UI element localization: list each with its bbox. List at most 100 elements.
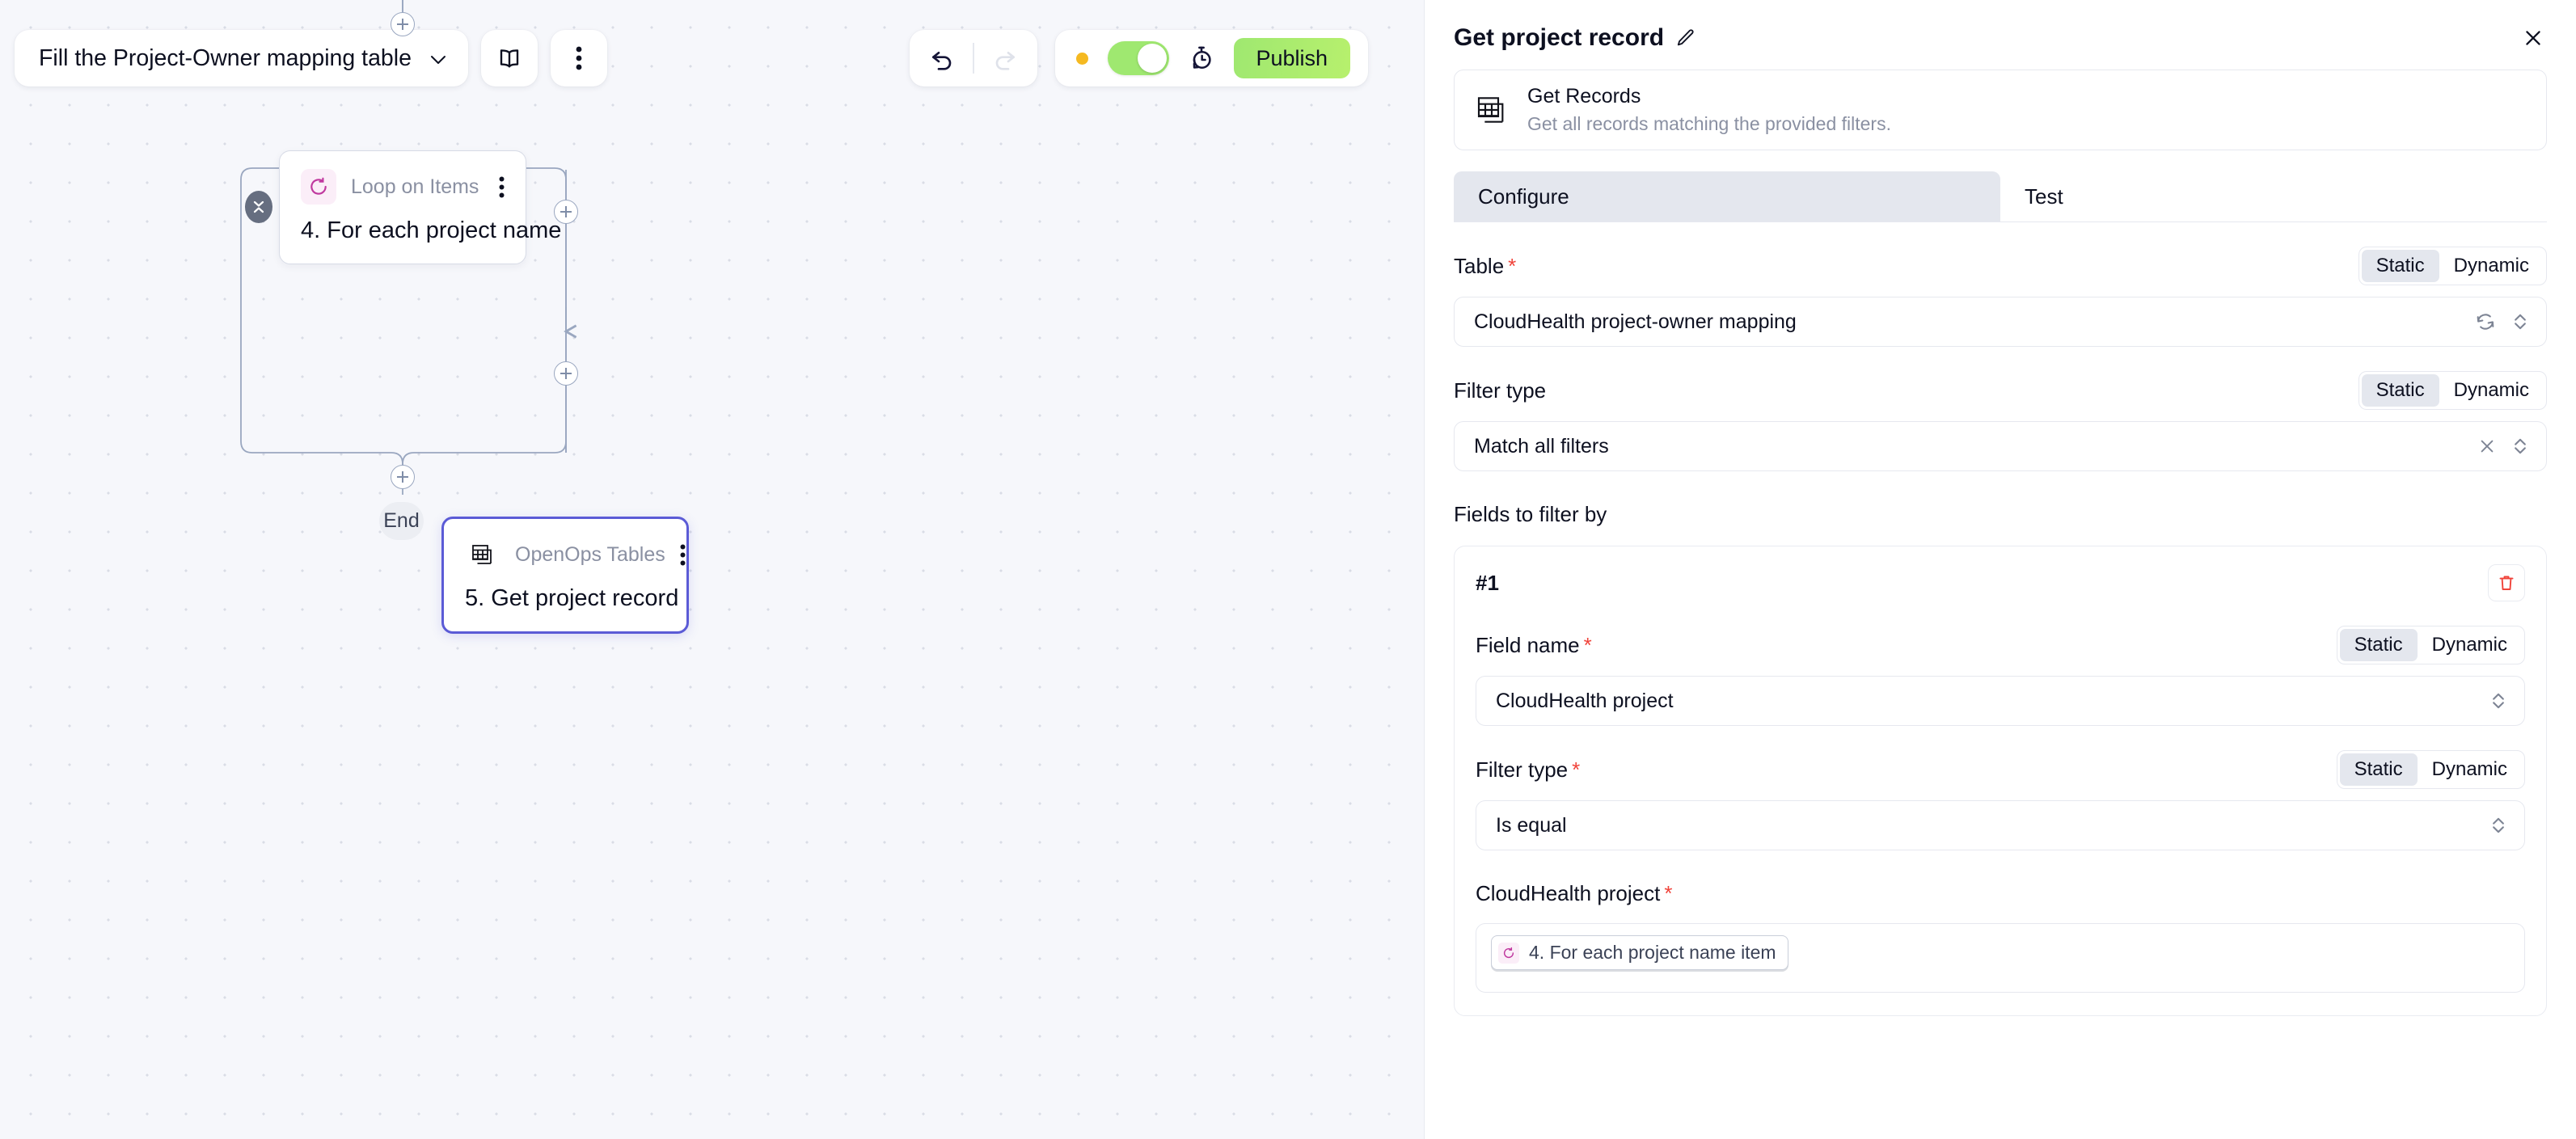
flow-name-label: Fill the Project-Owner mapping table bbox=[39, 44, 412, 71]
canvas-toolbar-right: Publish bbox=[910, 30, 1369, 86]
chevron-up-down-icon[interactable] bbox=[2512, 435, 2528, 458]
row-value-input[interactable]: 4. For each project name item bbox=[1476, 923, 2525, 993]
required-asterisk: * bbox=[1664, 880, 1673, 905]
table-select-icons bbox=[2475, 310, 2528, 333]
field-name-mode-static[interactable]: Static bbox=[2339, 629, 2418, 661]
kebab-menu-icon[interactable] bbox=[551, 30, 607, 86]
field-name-mode-toggle: Static Dynamic bbox=[2336, 626, 2525, 664]
field-name-select[interactable]: CloudHealth project bbox=[1476, 676, 2525, 726]
flow-name-selector[interactable]: Fill the Project-Owner mapping table bbox=[15, 30, 468, 86]
loop-refresh-icon bbox=[301, 169, 336, 205]
filter-type-mode-dynamic[interactable]: Dynamic bbox=[2453, 379, 2529, 401]
flow-end-node: End bbox=[379, 502, 424, 540]
redo-icon[interactable] bbox=[992, 45, 1018, 71]
row-filter-type-select-icons bbox=[2490, 814, 2506, 837]
field-fields-to-filter-by: Fields to filter by #1 bbox=[1454, 471, 2547, 1016]
chevron-down-icon bbox=[429, 45, 447, 72]
add-step-button-after-tables[interactable] bbox=[554, 361, 578, 386]
toolbar-divider bbox=[973, 43, 974, 74]
filter-row-header: #1 bbox=[1476, 564, 2525, 601]
flow-name-pill[interactable]: Fill the Project-Owner mapping table bbox=[15, 30, 468, 86]
kebab-menu-icon[interactable] bbox=[680, 544, 686, 566]
tab-test[interactable]: Test bbox=[2025, 184, 2063, 209]
flow-canvas[interactable]: Loop on Items 4. For each project name bbox=[0, 0, 1424, 1139]
chevron-up-down-icon[interactable] bbox=[2512, 310, 2528, 333]
refresh-icon[interactable] bbox=[2475, 311, 2496, 332]
flow-node-title: 4. For each project name bbox=[301, 217, 562, 243]
field-row-value: CloudHealth project * 4. For each pr bbox=[1476, 850, 2525, 993]
stopwatch-history-icon[interactable] bbox=[1189, 45, 1214, 71]
docs-button-pill[interactable] bbox=[480, 30, 538, 86]
close-icon[interactable] bbox=[2519, 24, 2547, 52]
field-row-value-header: CloudHealth project * bbox=[1476, 875, 2525, 912]
required-asterisk: * bbox=[1572, 757, 1581, 782]
chevron-up-down-icon[interactable] bbox=[2490, 814, 2506, 837]
variable-chip[interactable]: 4. For each project name item bbox=[1491, 935, 1788, 970]
clear-x-icon[interactable] bbox=[2478, 437, 2496, 455]
fields-to-filter-header: Fields to filter by bbox=[1454, 496, 2547, 533]
run-controls-group: Publish bbox=[1054, 30, 1369, 86]
row-filter-type-mode-dynamic[interactable]: Dynamic bbox=[2431, 758, 2507, 780]
row-filter-type-mode-toggle: Static Dynamic bbox=[2336, 750, 2525, 789]
piece-action-card: Get Records Get all records matching the… bbox=[1454, 70, 2547, 150]
add-step-button-before-tables[interactable] bbox=[554, 200, 578, 224]
chevron-up-down-icon[interactable] bbox=[2490, 690, 2506, 712]
table-mode-dynamic[interactable]: Dynamic bbox=[2453, 255, 2529, 276]
table-mode-static[interactable]: Static bbox=[2361, 250, 2439, 282]
filter-type-select[interactable]: Match all filters bbox=[1454, 421, 2547, 471]
row-filter-type-select-value: Is equal bbox=[1496, 813, 1567, 837]
collapse-loop-button[interactable] bbox=[245, 191, 272, 223]
flow-node-header: OpenOps Tables bbox=[465, 537, 686, 572]
tab-configure[interactable]: Configure bbox=[1454, 171, 2000, 221]
row-filter-type-label: Filter type bbox=[1476, 757, 1569, 782]
flow-node-get-project-record[interactable]: OpenOps Tables 5. Get project record bbox=[441, 517, 689, 634]
flow-node-piece-name: Loop on Items bbox=[351, 175, 479, 198]
filter-type-select-icons bbox=[2478, 435, 2528, 458]
field-row-filter-type-header: Filter type * Static Dynamic bbox=[1476, 750, 2525, 789]
panel-tabs: Configure Test bbox=[1454, 171, 2547, 222]
kebab-menu-icon[interactable] bbox=[499, 176, 505, 198]
piece-action-name: Get Records bbox=[1527, 85, 1641, 108]
filter-row-card: #1 Field name * bbox=[1454, 546, 2547, 1016]
panel-header: Get project record bbox=[1425, 0, 2576, 52]
stacked-table-icon bbox=[1474, 94, 1510, 126]
stacked-table-icon bbox=[465, 537, 500, 572]
filter-row-index: #1 bbox=[1476, 570, 1499, 595]
field-table-label: Table bbox=[1454, 253, 1505, 278]
add-step-button-before-end[interactable] bbox=[391, 465, 415, 489]
row-filter-type-mode-static[interactable]: Static bbox=[2339, 753, 2418, 786]
undo-icon[interactable] bbox=[929, 45, 955, 71]
publish-button[interactable]: Publish bbox=[1233, 38, 1351, 78]
required-asterisk: * bbox=[1583, 632, 1592, 657]
field-filter-type-label: Filter type bbox=[1454, 378, 1547, 403]
filter-type-mode-static[interactable]: Static bbox=[2361, 374, 2439, 407]
field-row-filter-type: Filter type * Static Dynamic Is equal bbox=[1476, 726, 2525, 850]
toggle-knob bbox=[1137, 44, 1167, 73]
row-filter-type-select[interactable]: Is equal bbox=[1476, 800, 2525, 850]
panel-title-row: Get project record bbox=[1454, 24, 1696, 52]
flow-node-header: Loop on Items bbox=[301, 169, 505, 205]
field-table: Table * Static Dynamic CloudHealth proje… bbox=[1454, 222, 2547, 347]
loop-refresh-icon bbox=[1498, 942, 1519, 964]
field-field-name-header: Field name * Static Dynamic bbox=[1476, 626, 2525, 664]
trash-icon[interactable] bbox=[2488, 564, 2525, 601]
enable-flow-toggle[interactable] bbox=[1107, 41, 1169, 75]
piece-action-description: Get all records matching the provided fi… bbox=[1527, 113, 1891, 134]
table-select[interactable]: CloudHealth project-owner mapping bbox=[1454, 297, 2547, 347]
field-filter-type: Filter type Static Dynamic Match all fil… bbox=[1454, 347, 2547, 471]
flow-node-title: 5. Get project record bbox=[465, 585, 679, 611]
field-name-mode-dynamic[interactable]: Dynamic bbox=[2431, 634, 2507, 656]
table-select-value: CloudHealth project-owner mapping bbox=[1474, 310, 1797, 333]
field-field-name: Field name * Static Dynamic CloudHealth … bbox=[1476, 601, 2525, 726]
pencil-icon[interactable] bbox=[1675, 27, 1696, 49]
undo-redo-group bbox=[910, 30, 1037, 86]
book-icon[interactable] bbox=[481, 30, 538, 86]
more-options-pill[interactable] bbox=[550, 30, 607, 86]
flow-node-loop[interactable]: Loop on Items 4. For each project name bbox=[279, 150, 562, 264]
flow-node-piece-name: OpenOps Tables bbox=[515, 542, 665, 566]
filter-type-select-value: Match all filters bbox=[1474, 434, 1609, 458]
page-title: Get project record bbox=[1454, 24, 1665, 51]
table-mode-toggle: Static Dynamic bbox=[2358, 247, 2547, 285]
add-step-button-top[interactable] bbox=[391, 12, 415, 36]
